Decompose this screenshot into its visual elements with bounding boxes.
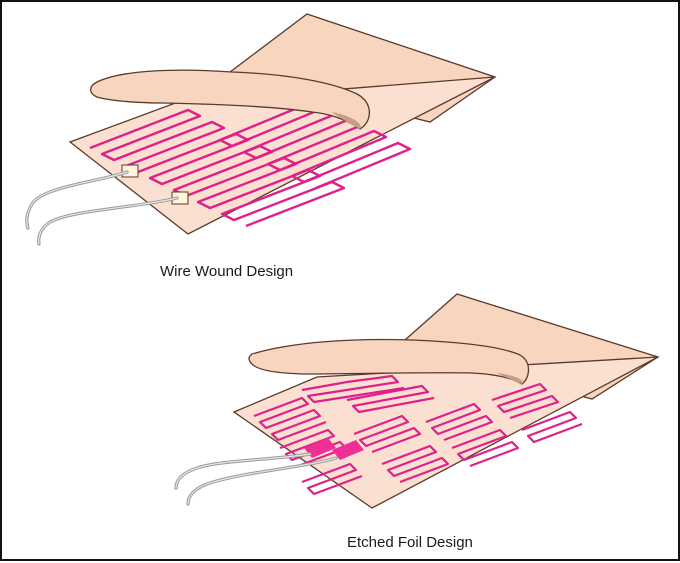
- laminate-curl-shadow: [332, 112, 361, 129]
- etched-foil-caption: Etched Foil Design: [347, 534, 473, 551]
- lead-wires: [174, 452, 338, 506]
- terminal-pad-2: [332, 440, 364, 460]
- wire-wound-caption: Wire Wound Design: [160, 263, 294, 280]
- laminate-sheet-peeled: [248, 338, 530, 385]
- laminate-curl-shadow: [497, 373, 523, 384]
- heater-base-board: [232, 356, 659, 509]
- terminal-pad-1: [304, 438, 336, 458]
- lead-wires: [25, 170, 179, 246]
- foil-terminal-pads: [304, 438, 364, 460]
